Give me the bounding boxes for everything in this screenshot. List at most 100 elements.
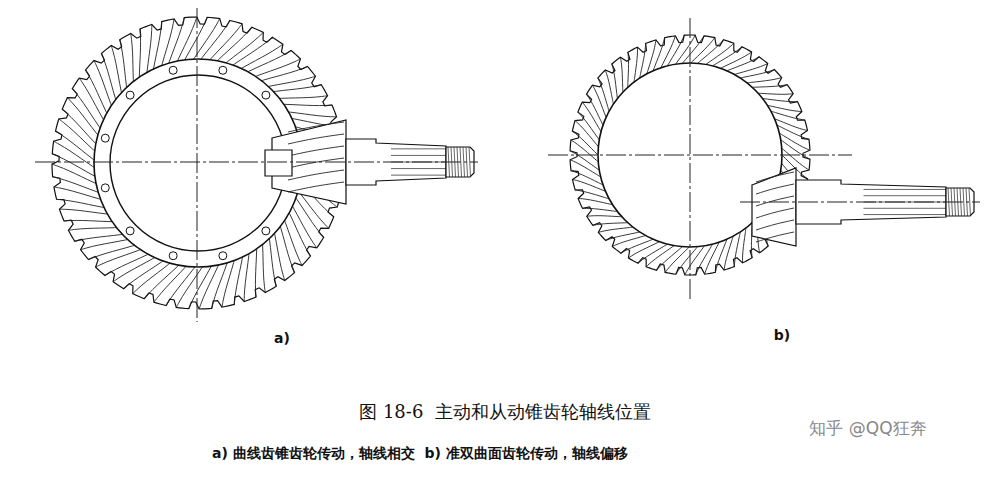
spiral-tooth xyxy=(283,216,302,266)
spiral-tooth xyxy=(62,109,99,147)
spiral-tooth xyxy=(715,239,727,272)
spiral-tooth xyxy=(705,242,719,274)
center-line xyxy=(690,18,691,300)
spiral-tooth xyxy=(207,24,242,64)
spiral-tooth xyxy=(578,112,599,140)
text: a) 曲线齿锥齿轮传动，轴线相交 b) 准双曲面齿轮传动，轴线偏移 xyxy=(212,445,628,461)
spiral-tooth xyxy=(742,228,745,263)
spline-line xyxy=(391,168,446,169)
spiral-tooth xyxy=(775,119,808,131)
spiral-tooth xyxy=(620,57,622,92)
bolt-hole xyxy=(219,252,227,260)
spiral-tooth xyxy=(724,236,733,270)
spiral-tooth xyxy=(94,61,113,111)
spiral-tooth xyxy=(279,222,295,273)
spiral-tooth xyxy=(269,234,277,287)
spiral-tooth xyxy=(721,52,752,68)
center-line xyxy=(740,202,980,203)
text: 图 18-6 主动和从动锥齿轮轴线位置 xyxy=(359,401,651,422)
bolt-hole xyxy=(262,227,270,235)
spline-line xyxy=(391,175,446,176)
text-label: a) xyxy=(274,330,290,346)
spiral-tooth xyxy=(290,202,317,248)
bolt-hole xyxy=(169,66,177,74)
spline-line xyxy=(864,214,947,215)
spiral-tooth xyxy=(752,85,787,88)
spiral-tooth xyxy=(676,247,698,274)
center-line xyxy=(35,162,478,163)
gear-hub-circle xyxy=(110,75,286,251)
spiral-tooth xyxy=(782,148,809,170)
spiral-tooth xyxy=(214,27,252,64)
spiral-tooth xyxy=(257,66,308,82)
spiral-tooth xyxy=(279,104,332,105)
spiral-tooth xyxy=(578,198,612,204)
spiral-tooth xyxy=(166,263,198,305)
spiral-tooth xyxy=(79,78,106,124)
spiral-tooth xyxy=(111,46,122,98)
pinion-tooth xyxy=(756,184,794,194)
spiral-tooth xyxy=(144,262,182,299)
figure-title: 图 18-6 主动和从动锥齿轮轴线位置 xyxy=(359,400,651,424)
spline-line xyxy=(391,155,446,156)
spiral-tooth xyxy=(274,229,285,281)
bolt-hole xyxy=(101,134,109,142)
spiral-tooth xyxy=(713,47,742,66)
bolt-hole xyxy=(101,184,109,192)
spiral-tooth xyxy=(740,70,774,78)
spiral-tooth xyxy=(255,244,256,297)
pinion-tooth xyxy=(756,220,794,230)
spiral-tooth xyxy=(81,239,133,250)
spiral-tooth xyxy=(657,247,683,271)
thread-line xyxy=(963,188,965,216)
spiral-tooth xyxy=(113,255,159,282)
spline-line xyxy=(864,195,947,196)
spiral-tooth xyxy=(570,151,599,170)
spiral-tooth xyxy=(243,51,291,74)
spiral-tooth xyxy=(696,244,713,275)
spiral-tooth xyxy=(647,40,656,74)
center-line xyxy=(548,155,852,156)
spiral-tooth xyxy=(593,223,628,226)
spiral-tooth xyxy=(101,53,117,104)
spiral-tooth xyxy=(598,227,633,232)
spiral-tooth xyxy=(275,96,328,99)
spiral-tooth xyxy=(262,240,265,293)
spiral-tooth xyxy=(59,119,99,154)
spline-line xyxy=(864,189,947,190)
pinion-tooth xyxy=(756,172,794,182)
bolt-hole xyxy=(219,66,227,74)
spiral-tooth xyxy=(640,44,646,78)
spiral-tooth xyxy=(587,216,622,217)
spiral-tooth xyxy=(734,232,740,266)
pinion-tooth xyxy=(756,208,794,218)
spiral-tooth xyxy=(667,35,684,66)
pinion-cone xyxy=(752,168,796,246)
spiral-tooth xyxy=(698,40,724,64)
spiral-tooth xyxy=(251,59,301,78)
spiral-tooth xyxy=(781,140,810,159)
text: 知乎 @QQ狂奔 xyxy=(809,418,926,438)
spiral-tooth xyxy=(587,94,603,125)
pinion-tooth xyxy=(288,158,344,168)
figure-caption: a) 曲线齿锥齿轮传动，轴线相交 b) 准双曲面齿轮传动，轴线偏移 xyxy=(212,445,628,463)
spiral-tooth xyxy=(154,263,189,303)
pinion-tooth xyxy=(288,170,344,180)
spiral-tooth xyxy=(661,36,675,68)
spiral-tooth xyxy=(96,248,146,267)
bolt-hole xyxy=(126,227,134,235)
text: a) xyxy=(274,330,290,346)
spiral-tooth xyxy=(777,125,809,139)
spiral-tooth xyxy=(763,98,798,101)
spiral-tooth xyxy=(105,252,153,275)
spiral-tooth xyxy=(287,208,310,256)
spiral-tooth xyxy=(583,208,618,211)
spiral-tooth xyxy=(582,102,601,132)
spiral-tooth xyxy=(606,232,640,240)
spiral-tooth xyxy=(634,47,637,82)
spiral-tooth xyxy=(573,179,606,191)
text-label: b) xyxy=(774,327,790,343)
spiral-tooth xyxy=(237,44,283,71)
bolt-hole xyxy=(169,252,177,260)
spline-line xyxy=(391,148,446,149)
